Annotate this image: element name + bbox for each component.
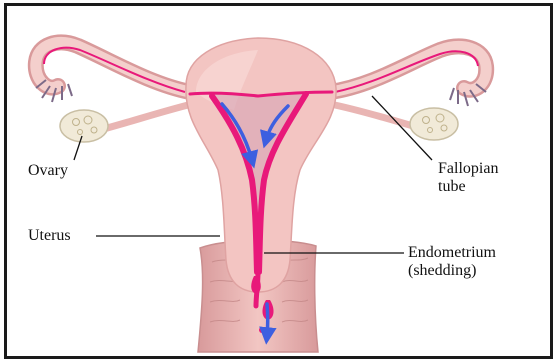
endometrium-label-line-2: (shedding)	[408, 262, 496, 280]
left-ovarian-ligament	[100, 104, 192, 130]
ovary-label: Ovary	[28, 162, 68, 180]
right-fallopian-tube	[330, 47, 486, 92]
left-ovary	[60, 110, 108, 142]
left-fallopian-tube	[36, 43, 190, 92]
endometrium-label: Endometrium (shedding)	[408, 244, 496, 280]
right-ovarian-ligament	[330, 104, 420, 128]
right-ovary	[410, 108, 458, 140]
endometrium-label-line-1: Endometrium	[408, 244, 496, 262]
fallopian-tube-label-line-1: Fallopian	[438, 160, 498, 178]
fallopian-tube-label: Fallopian tube	[438, 160, 498, 196]
uterus-label: Uterus	[28, 227, 71, 245]
fallopian-tube-label-line-2: tube	[438, 178, 498, 196]
